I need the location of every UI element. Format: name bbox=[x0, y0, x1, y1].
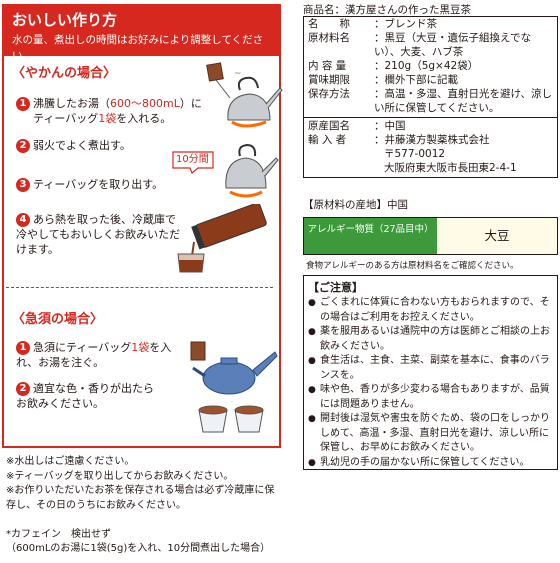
caution-item: 薬を服用あるいは通院中の方は医師とご相談の上お飲みください。 bbox=[308, 325, 553, 354]
timer-label: 10分間 bbox=[176, 154, 209, 165]
caution-item: ごくまれに体質に合わない方もおられますので、その場合はご利用をお控えください。 bbox=[308, 296, 553, 325]
product-panel: 商品名：漢方屋さんの作った黒豆茶 名 称：ブレンド茶 原材料名：黒豆（大豆・遺伝… bbox=[303, 0, 560, 563]
kettle-teabag-illustration: ~ bbox=[206, 62, 283, 128]
spec-row: 賞味期限：欄外下部に記載 bbox=[308, 74, 458, 86]
caution-list: ごくまれに体質に合わない方もおられますので、その場合はご利用をお控えください。 … bbox=[308, 296, 553, 470]
spec-table: 名 称：ブレンド茶 原材料名：黒豆（大豆・遺伝子組換えでない）、大麦、ハブ茶 内… bbox=[303, 16, 558, 178]
howto-panel: おいしい作り方 水の量、煮出しの時間はお好みにより調整してください。 〈やかんの… bbox=[2, 4, 283, 554]
howto-header: おいしい作り方 水の量、煮出しの時間はお好みにより調整してください。 bbox=[4, 6, 279, 62]
kettle-section-title: 〈やかんの場合〉 bbox=[12, 66, 117, 81]
howto-subtitle: 水の量、煮出しの時間はお好みにより調整してください。 bbox=[12, 34, 264, 62]
howto-title: おいしい作り方 bbox=[12, 11, 118, 29]
caution-item: 味や色、香りが多少変わる場合もありますが、品質には問題ありません。 bbox=[308, 383, 553, 412]
pitcher-glass-illustration bbox=[177, 204, 267, 273]
caution-item: 食生活は、主食、主菜、副菜を基本に、食事のバランスを。 bbox=[308, 354, 553, 383]
kettle-simmer-illustration bbox=[225, 143, 279, 198]
caution-title: 【ご注意】 bbox=[308, 281, 363, 294]
spec-row: 原産国名：中国 bbox=[304, 117, 557, 133]
allergy-table: アレルギー物質（27品目中） 大豆 bbox=[303, 217, 558, 255]
spec-row: 原材料名：黒豆（大豆・遺伝子組換えでない）、大麦、ハブ茶 bbox=[308, 32, 532, 58]
note-item: ※お作りいただいたお茶を保存される場合は必ず冷蔵庫に保存し、その日のうちにお飲み… bbox=[6, 485, 275, 511]
caution-box: 【ご注意】 ごくまれに体質に合わない方もおられますので、その場合はご利用をお控え… bbox=[303, 275, 558, 470]
timer-bubble bbox=[172, 151, 214, 174]
origin-label: 【原材料の産地】中国 bbox=[303, 199, 408, 211]
allergy-value: 大豆 bbox=[437, 218, 557, 254]
allergy-note: 食物アレルギーのある方は原材料名をご確認ください。 bbox=[306, 261, 519, 271]
step-number: 1 bbox=[16, 97, 30, 111]
note-item: ※水出しはご遠慮ください。 bbox=[6, 456, 135, 467]
product-name: 商品名：漢方屋さんの作った黒豆茶 bbox=[303, 4, 471, 16]
spec-row: 保存方法：高温・多湿、直射日光を避け、涼しい所に保管してください。 bbox=[308, 88, 552, 114]
allergy-label: アレルギー物質（27品目中） bbox=[304, 218, 437, 254]
teapot-cups-illustration bbox=[190, 341, 278, 433]
section-divider bbox=[6, 287, 273, 288]
caution-item: 乳幼児の手の届かない所に保管してください。 bbox=[308, 456, 553, 471]
svg-text:~: ~ bbox=[234, 69, 242, 79]
notes-list: ※水出しはご遠慮ください。 ※ティーバッグを取り出してからお飲みください。 ※お… bbox=[6, 455, 283, 513]
spec-row: 〒577-0012 bbox=[384, 148, 446, 160]
spec-row: 名 称：ブレンド茶 bbox=[308, 18, 437, 30]
note-item: ※ティーバッグを取り出してからお飲みください。 bbox=[6, 470, 234, 482]
spec-row: 輸 入 者：井藤漢方製薬株式会社 bbox=[308, 134, 490, 146]
howto-box: おいしい作り方 水の量、煮出しの時間はお好みにより調整してください。 bbox=[2, 4, 281, 448]
pot-section-title: 〈急須の場合〉 bbox=[12, 312, 104, 327]
spec-row: 内 容 量：210g（5g×42袋） bbox=[308, 60, 479, 72]
caution-item: 開封後は湿気や害虫を防ぐため、袋の口をしっかりしめて、高温・多湿、直射日光を避け… bbox=[308, 412, 553, 456]
spec-row: 大阪府東大阪市長田東2-4-1 bbox=[384, 162, 517, 174]
caffeine-note: *カフェイン 検出せず （600mLのお湯に1袋(5g)を入れ、10分間煮出した… bbox=[6, 529, 271, 554]
